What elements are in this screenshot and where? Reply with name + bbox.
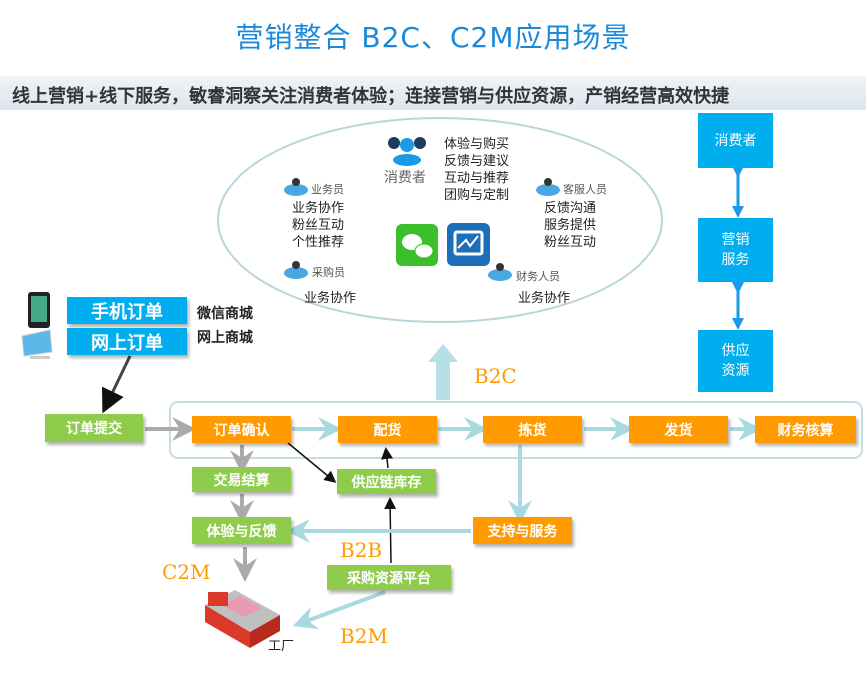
- monitor-icon: [21, 329, 53, 359]
- procurement-box: 采购资源平台: [327, 565, 451, 590]
- ship-box: 发货: [629, 416, 728, 443]
- salesperson-item: 个性推荐: [292, 235, 345, 250]
- service-item: 服务提供: [544, 218, 597, 233]
- order-submit-box: 订单提交: [45, 414, 143, 442]
- ecosystem-ellipse: [217, 117, 663, 323]
- consumer-items: 体验与购买 反馈与建议 互动与推荐 团购与定制: [444, 136, 509, 204]
- mobile-order-box: 手机订单: [67, 297, 187, 324]
- consumer-group-icon: [388, 137, 426, 166]
- consumer-node: 消费者: [698, 113, 773, 168]
- service-label: 客服人员: [563, 183, 607, 196]
- service-item: 粉丝互动: [544, 235, 597, 250]
- salesperson-item: 粉丝互动: [292, 218, 345, 233]
- inventory-box: 供应链库存: [337, 469, 436, 494]
- wechat-icon: [396, 224, 438, 266]
- salesperson-items: 业务协作 粉丝互动 个性推荐: [292, 200, 344, 251]
- finance-item: 业务协作: [518, 291, 571, 306]
- feedback-box: 体验与反馈: [192, 517, 291, 544]
- consumer-label: 消费者: [384, 170, 426, 186]
- supply-resource-node: 供应 资源: [698, 330, 773, 392]
- consumer-item: 反馈与建议: [444, 154, 510, 169]
- support-box: 支持与服务: [473, 517, 572, 544]
- b2c-label: B2C: [474, 364, 517, 388]
- finance-icon: [488, 269, 512, 281]
- factory-label: 工厂: [268, 639, 295, 654]
- factory-icon: [205, 590, 280, 648]
- crm-app-icon: [447, 223, 490, 266]
- consumer-item: 互动与推荐: [444, 171, 510, 186]
- purchaser-icon: [284, 267, 308, 279]
- page-title: 营销整合 B2C、C2M应用场景: [235, 21, 631, 54]
- service-icon: [536, 184, 560, 196]
- pick-box: 拣货: [483, 416, 582, 443]
- purchaser-label: 采购员: [312, 266, 345, 279]
- salesperson-item: 业务协作: [292, 201, 345, 216]
- allocate-box: 配货: [338, 416, 437, 443]
- web-order-box: 网上订单: [67, 328, 187, 355]
- settle-box: 交易结算: [192, 467, 291, 492]
- finance-box: 财务核算: [755, 416, 856, 443]
- order-confirm-box: 订单确认: [192, 416, 291, 443]
- finance-label: 财务人员: [516, 270, 560, 283]
- consumer-item: 团购与定制: [444, 188, 510, 203]
- subtitle: 线上营销+线下服务，敏睿洞察关注消费者体验；连接营销与供应资源，产销经营高效快捷: [12, 86, 730, 107]
- web-mall-label: 网上商城: [197, 330, 253, 346]
- consumer-item: 体验与购买: [444, 137, 510, 152]
- salesperson-label: 业务员: [311, 183, 344, 196]
- b2m-label: B2M: [340, 624, 388, 648]
- b2b-label: B2B: [340, 538, 383, 562]
- phone-icon: [28, 292, 50, 328]
- service-item: 反馈沟通: [544, 201, 597, 216]
- subtitle-bar: 线上营销+线下服务，敏睿洞察关注消费者体验；连接营销与供应资源，产销经营高效快捷: [0, 76, 866, 110]
- marketing-service-node: 营销 服务: [698, 218, 773, 282]
- purchaser-item: 业务协作: [304, 291, 357, 306]
- salesperson-icon: [284, 184, 308, 196]
- wechat-mall-label: 微信商城: [197, 306, 253, 322]
- service-items: 反馈沟通 服务提供 粉丝互动: [544, 200, 596, 251]
- c2m-label: C2M: [162, 560, 211, 584]
